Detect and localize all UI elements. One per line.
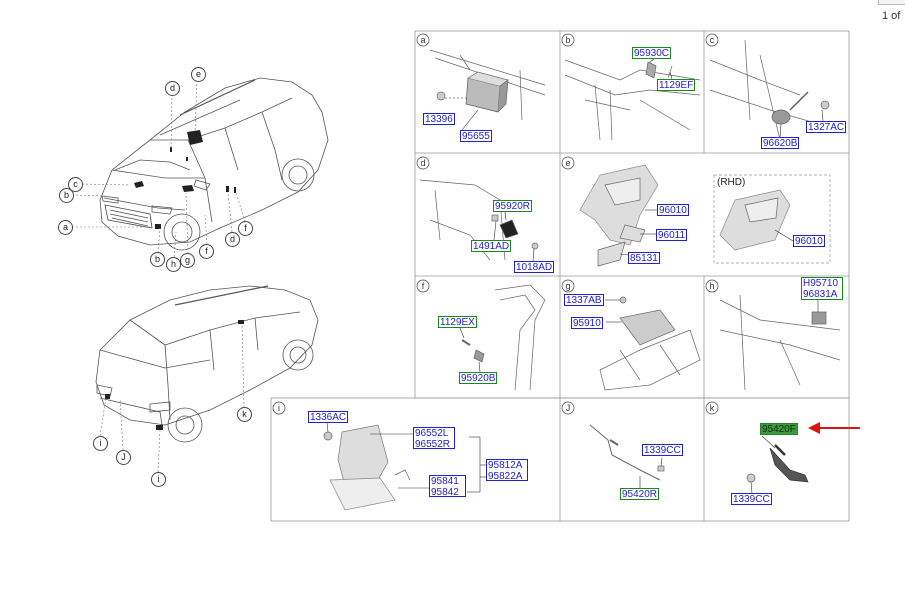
part-1327AC[interactable]: 1327AC bbox=[806, 121, 847, 133]
part-95420R[interactable]: 95420R bbox=[620, 488, 660, 500]
part-1018AD[interactable]: 1018AD bbox=[514, 261, 555, 273]
cell-letter-h: h bbox=[709, 281, 714, 291]
part-95920R[interactable]: 95920R bbox=[493, 200, 533, 212]
front-car-components bbox=[134, 130, 236, 229]
rear-car-illustration bbox=[95, 285, 319, 443]
part-1339CC-k[interactable]: 1339CC bbox=[731, 493, 772, 505]
part-96552L: 96552L bbox=[415, 428, 449, 439]
callout-i[interactable]: i bbox=[93, 436, 108, 451]
part-95420F-highlighted[interactable]: 95420F bbox=[760, 423, 798, 435]
cell-drawings bbox=[323, 39, 841, 511]
part-96620B[interactable]: 96620B bbox=[761, 137, 800, 149]
callout-d[interactable]: d bbox=[165, 81, 180, 96]
part-95841-95842[interactable]: 95841 95842 bbox=[429, 475, 466, 498]
cell-letter-b: b bbox=[565, 35, 570, 45]
callout-k[interactable]: k bbox=[237, 407, 252, 422]
part-96831A: 96831A bbox=[803, 289, 838, 300]
callout-c[interactable]: c bbox=[68, 177, 83, 192]
callout-g[interactable]: g bbox=[180, 253, 195, 268]
rhd-label: (RHD) bbox=[716, 177, 747, 188]
part-95920B[interactable]: 95920B bbox=[459, 372, 498, 384]
cell-letter-k: k bbox=[710, 403, 715, 413]
cell-letter-d: d bbox=[420, 158, 425, 168]
cell-letter-a: a bbox=[420, 35, 425, 45]
part-95655[interactable]: 95655 bbox=[460, 130, 492, 142]
part-H95710-96831A[interactable]: H95710 96831A bbox=[801, 277, 843, 300]
rear-car-components bbox=[105, 320, 244, 430]
cell-letter-j: J bbox=[566, 403, 571, 413]
front-leader-lines bbox=[71, 79, 246, 258]
callout-f-lower[interactable]: f bbox=[238, 221, 253, 236]
part-96010[interactable]: 96010 bbox=[657, 204, 689, 216]
part-1129EF[interactable]: 1129EF bbox=[657, 79, 696, 91]
callout-f[interactable]: f bbox=[199, 244, 214, 259]
part-95930C[interactable]: 95930C bbox=[632, 47, 672, 59]
callout-h[interactable]: h bbox=[166, 257, 181, 272]
part-95822A: 95822A bbox=[488, 471, 523, 482]
parts-grid bbox=[270, 30, 850, 522]
cell-letter-c: c bbox=[710, 35, 715, 45]
part-96552R: 96552R bbox=[415, 439, 451, 450]
callout-i-lower[interactable]: i bbox=[151, 472, 166, 487]
callout-d-lower[interactable]: d bbox=[225, 232, 240, 247]
part-95812A: 95812A bbox=[488, 460, 523, 471]
part-95812A-95822A[interactable]: 95812A 95822A bbox=[486, 459, 528, 482]
cell-letter-g: g bbox=[565, 281, 570, 291]
part-96011[interactable]: 96011 bbox=[656, 229, 688, 241]
callout-b[interactable]: b bbox=[59, 188, 74, 203]
cell-letter-i: i bbox=[278, 403, 280, 413]
pager-tab bbox=[878, 0, 905, 5]
part-95841: 95841 bbox=[431, 476, 459, 487]
part-1129EX[interactable]: 1129EX bbox=[438, 316, 477, 328]
cell-letter-f: f bbox=[422, 281, 425, 291]
part-95910[interactable]: 95910 bbox=[571, 317, 603, 329]
part-H95710: H95710 bbox=[803, 278, 839, 289]
callout-e[interactable]: e bbox=[191, 67, 206, 82]
rear-leader-lines bbox=[99, 324, 245, 473]
part-1339CC-j[interactable]: 1339CC bbox=[642, 444, 683, 456]
part-96010-rhd[interactable]: 96010 bbox=[793, 235, 825, 247]
part-85131[interactable]: 85131 bbox=[628, 252, 660, 264]
part-13396[interactable]: 13396 bbox=[423, 113, 455, 125]
part-1336AC[interactable]: 1336AC bbox=[308, 411, 349, 423]
part-95842: 95842 bbox=[431, 487, 459, 498]
front-car-illustration bbox=[99, 77, 329, 251]
cell-letter-badges bbox=[272, 33, 719, 415]
callout-a[interactable]: a bbox=[58, 220, 73, 235]
callout-b-lower[interactable]: b bbox=[150, 252, 165, 267]
highlight-arrow bbox=[808, 422, 860, 434]
part-96552L-96552R[interactable]: 96552L 96552R bbox=[413, 427, 455, 450]
cell-letter-e: e bbox=[565, 158, 570, 168]
page-counter: 1 of bbox=[882, 10, 901, 22]
part-1491AD[interactable]: 1491AD bbox=[471, 240, 512, 252]
callout-j[interactable]: J bbox=[116, 450, 131, 465]
part-1337AB[interactable]: 1337AB bbox=[564, 294, 604, 306]
